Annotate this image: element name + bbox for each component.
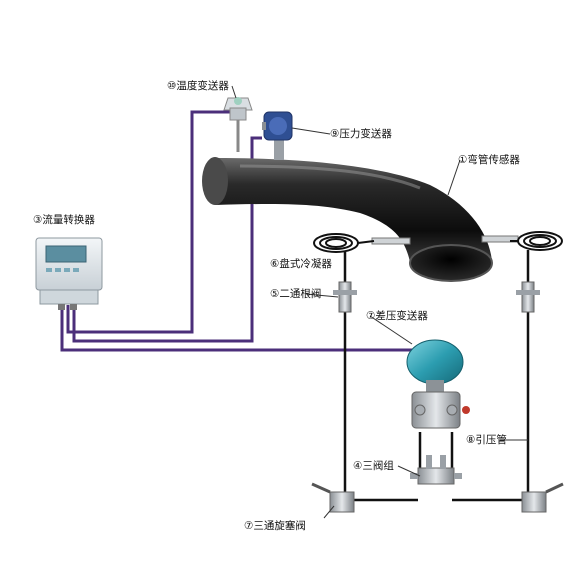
label-root-valve: ⑤二通根阀 bbox=[270, 288, 322, 300]
label-temp-transmitter: ⑩温度变送器 bbox=[167, 80, 229, 92]
leader-lines bbox=[231, 85, 528, 519]
label-dp-transmitter: ⑦差压变送器 bbox=[366, 310, 428, 322]
elbow-pipe bbox=[202, 157, 493, 282]
label-elbow-sensor: ①弯管传感器 bbox=[458, 154, 520, 166]
coil-condensers bbox=[313, 231, 563, 253]
label-pressure-transmitter: ⑨压力变送器 bbox=[330, 128, 392, 140]
label-three-valve-group: ④三阀组 bbox=[353, 460, 394, 472]
flow-converter bbox=[35, 237, 103, 310]
plug-valves bbox=[311, 482, 564, 513]
cable-temp bbox=[66, 110, 230, 334]
pressure-transmitter bbox=[262, 111, 293, 160]
label-coil-condenser: ⑥盘式冷凝器 bbox=[270, 258, 332, 270]
root-valves bbox=[333, 281, 540, 313]
cable-pressure bbox=[72, 136, 262, 343]
label-flow-converter: ③流量转换器 bbox=[33, 214, 95, 226]
dp-transmitter bbox=[406, 339, 470, 429]
temperature-transmitter bbox=[223, 97, 253, 152]
label-impulse-tube: ⑧引压管 bbox=[466, 434, 507, 446]
cable-dp bbox=[60, 305, 415, 352]
signal-cables bbox=[60, 110, 415, 352]
three-valve-manifold bbox=[410, 455, 462, 485]
label-plug-valve: ⑦三通旋塞阀 bbox=[244, 520, 306, 532]
